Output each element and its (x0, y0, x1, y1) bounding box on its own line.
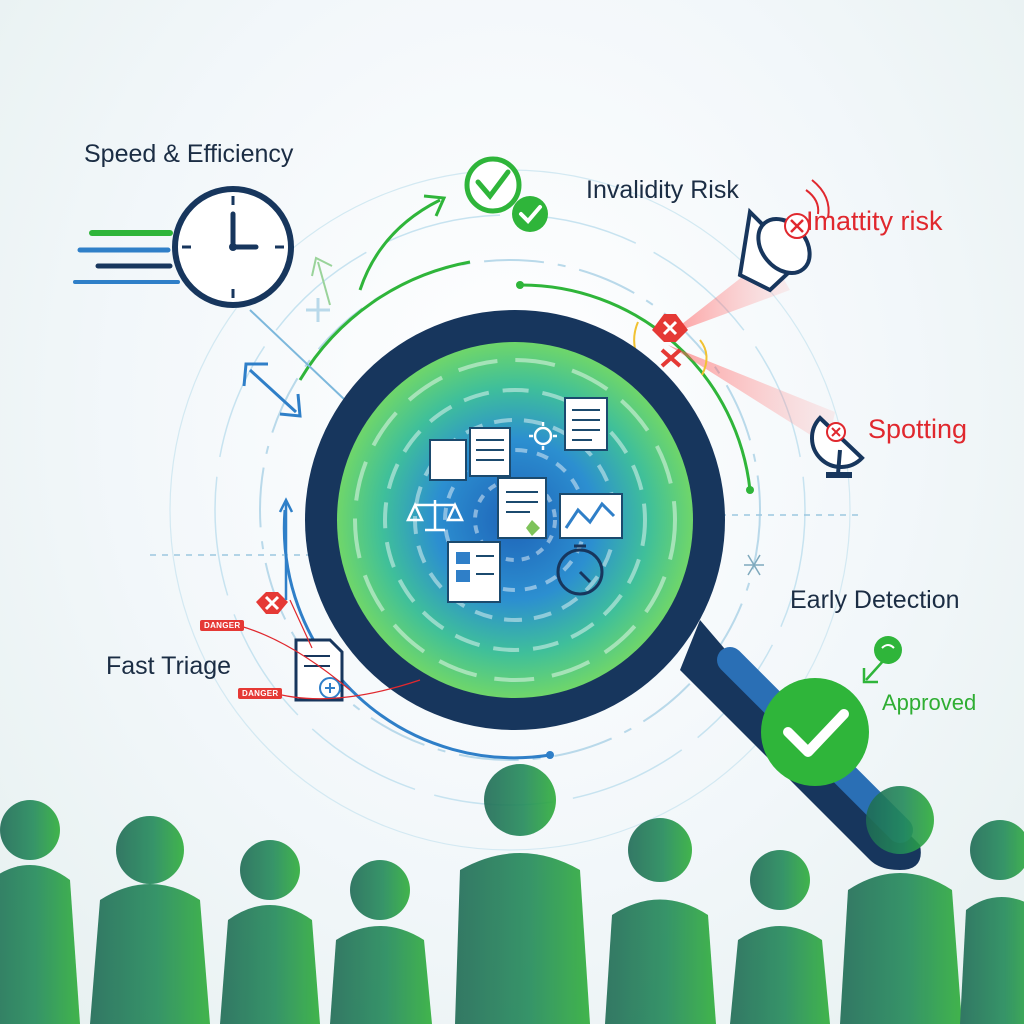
invalidity-risk-label: Invalidity Risk (586, 176, 739, 205)
clock-icon (175, 189, 291, 305)
approval-badge-icon (467, 159, 548, 232)
contract-icon (498, 478, 546, 538)
imattity-risk-label: Imattity risk (806, 206, 943, 237)
file-icon (296, 640, 342, 700)
triage-warning-icon (256, 592, 288, 614)
report-icon (448, 542, 500, 602)
early-detection-label: Early Detection (790, 586, 960, 615)
fast-triage-label: Fast Triage (106, 652, 231, 681)
approval-arrow-icon (864, 636, 902, 682)
spotting-label: Spotting (868, 414, 967, 445)
checkmark-icon (761, 678, 869, 786)
document-icon (565, 398, 607, 450)
sparkle-icon (744, 555, 764, 575)
growth-arrows (306, 196, 444, 322)
danger-tag: DANGER (238, 688, 282, 699)
speed-efficiency-label: Speed & Efficiency (84, 140, 293, 169)
approved-label: Approved (882, 690, 976, 716)
chart-icon (560, 494, 622, 538)
satellite-dish-icon (812, 418, 862, 478)
danger-tag: DANGER (200, 620, 244, 631)
